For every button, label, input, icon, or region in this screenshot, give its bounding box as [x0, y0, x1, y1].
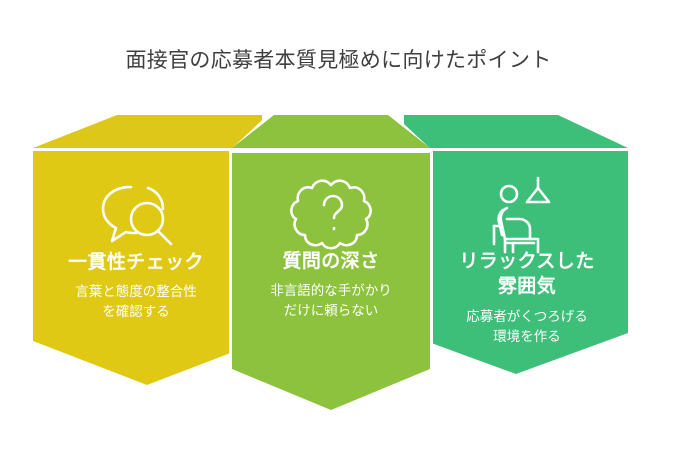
panel-1-text-block: 一貫性チェック 言葉と態度の整合性 を確認する [37, 250, 235, 322]
panel-1-body [33, 151, 262, 385]
question-mark-badge-icon [290, 179, 372, 250]
panel-2-text-block: 質問の深さ 非言語的な手がかり だけに頼らない [232, 249, 430, 321]
panel-3-roof [404, 115, 628, 148]
panel-3-heading: リラックスした 雰囲気 [459, 251, 595, 297]
panel-2-body [232, 153, 430, 410]
panel-1-banner[interactable] [33, 115, 262, 385]
panel-2-description: 非言語的な手がかり だけに頼らない [270, 283, 392, 318]
panel-3-description: 応募者がくつろげる 環境を作る [466, 309, 588, 344]
panel-3-banner[interactable] [404, 115, 628, 374]
panel-1-roof [33, 115, 262, 148]
panel-2-heading: 質問の深さ [282, 251, 380, 272]
panel-3-text-block: リラックスした 雰囲気 応募者がくつろげる 環境を作る [428, 249, 626, 347]
panel-2-roof [232, 115, 430, 148]
panel-1-description: 言葉と態度の整合性 を確認する [75, 284, 197, 319]
person-armchair-lamp-icon [492, 176, 551, 254]
panel-2-banner[interactable] [229, 111, 433, 415]
panel-1-heading: 一貫性チェック [68, 252, 204, 273]
page-title: 面接官の応募者本質見極めに向けたポイント [125, 49, 552, 72]
speech-bubble-magnifier-icon [101, 185, 173, 246]
panel-3-body [404, 151, 628, 374]
